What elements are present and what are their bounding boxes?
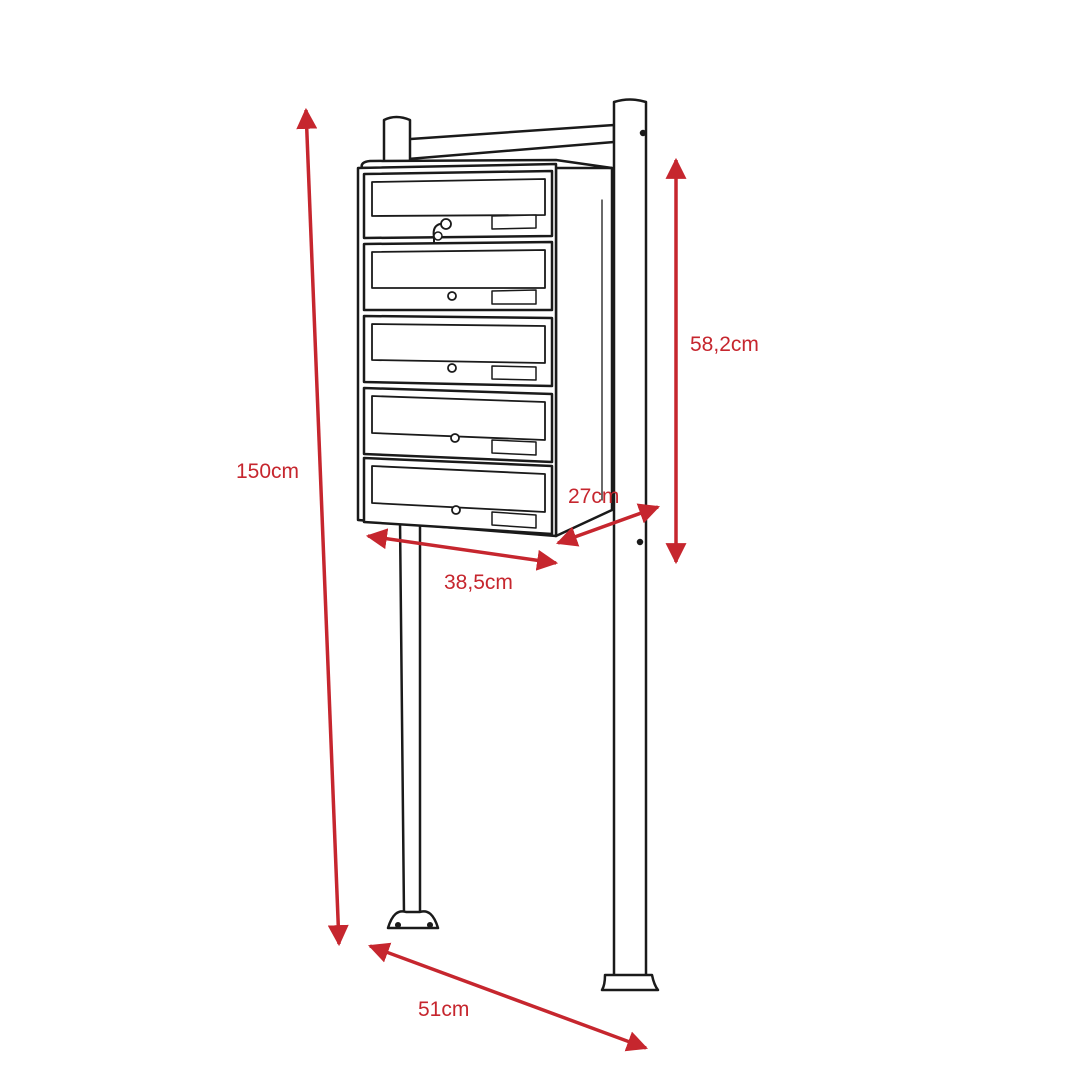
mailbox-door-3 xyxy=(362,314,554,388)
box-depth-label: 27cm xyxy=(568,485,620,508)
total-height-label: 150cm xyxy=(236,460,300,483)
box-width-label: 38,5cm xyxy=(444,571,513,594)
mailbox-door-2 xyxy=(362,240,554,312)
base-width-label: 51cm xyxy=(418,998,470,1021)
box-width-arrow xyxy=(365,528,559,571)
mailbox-door-1 xyxy=(362,169,554,259)
box-depth-arrow xyxy=(556,503,660,547)
mailbox-door-5 xyxy=(362,456,554,536)
top-crossbar xyxy=(392,123,616,162)
left-post xyxy=(386,518,440,930)
box-height-label: 58,2cm xyxy=(690,333,759,356)
mailbox-door-4 xyxy=(362,386,554,464)
total-height-arrow xyxy=(296,107,349,947)
base-width-arrow xyxy=(368,942,648,1052)
